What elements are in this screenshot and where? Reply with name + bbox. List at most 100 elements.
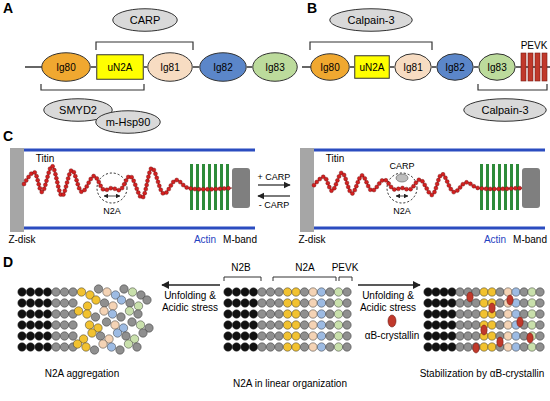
domain-bead: [111, 321, 119, 329]
domain-bead: [292, 299, 300, 307]
domain-bead: [464, 332, 472, 340]
domain-bead: [309, 321, 317, 329]
titin-bead: [461, 182, 465, 186]
node-text: Ig83: [487, 62, 506, 73]
titin-bead: [152, 168, 156, 172]
domain-bead: [440, 299, 448, 307]
titin-bead: [332, 186, 336, 190]
domain-bead: [18, 343, 26, 351]
titin-bead: [380, 178, 384, 182]
domain-bead: [424, 310, 432, 318]
domain-bead: [43, 299, 51, 307]
domain-bead: [100, 299, 108, 307]
titin-bead: [441, 172, 445, 176]
domain-bead: [77, 288, 85, 296]
domain-bead: [292, 332, 300, 340]
titin-bead: [83, 188, 87, 192]
titin-bead: [181, 183, 185, 187]
region-bracket: [273, 277, 336, 281]
titin-bead: [518, 186, 522, 190]
domain-bead: [134, 310, 142, 318]
domain-bead: [292, 343, 300, 351]
domain-bead: [326, 332, 334, 340]
domain-bead: [326, 299, 334, 307]
shape-fill: [311, 54, 350, 81]
domain-bead: [283, 343, 291, 351]
titin-bead: [55, 180, 59, 184]
condition-label: - CARP: [254, 199, 294, 211]
titin-bead: [214, 187, 218, 191]
titin-chain: [24, 166, 232, 198]
carp-protein: [396, 174, 408, 182]
domain-bead: [258, 310, 266, 318]
titin-bead: [420, 179, 424, 183]
titin-bead: [505, 187, 509, 191]
domain-bead: [82, 343, 90, 351]
titin-bead: [434, 186, 438, 190]
domain-bead: [456, 310, 464, 318]
domain-bead: [512, 310, 520, 318]
domain-bead: [224, 299, 232, 307]
titin-bead: [87, 181, 91, 185]
node-text: CARP: [130, 14, 161, 26]
titin-bead: [66, 176, 70, 180]
shape-fill: [253, 53, 298, 82]
domain-bead: [60, 310, 68, 318]
titin-bead: [472, 184, 476, 188]
domain-bead: [432, 343, 440, 351]
region-label: PEVK: [517, 40, 550, 52]
chaperone-icon: [481, 325, 487, 335]
titin-bead: [156, 180, 160, 184]
domain-bead: [26, 310, 34, 318]
node-text: Ig83: [265, 62, 284, 73]
domain-bead: [440, 321, 448, 329]
titin-bead: [95, 176, 99, 180]
domain-bead: [275, 321, 283, 329]
domain-bead: [69, 299, 77, 307]
domain-bead: [472, 299, 480, 307]
domain-bead: [440, 288, 448, 296]
node-text: m-Hsp90: [106, 116, 151, 128]
domain-bead: [90, 346, 98, 354]
domain-bead: [275, 288, 283, 296]
domain-bead: [456, 343, 464, 351]
titin-bead: [45, 179, 49, 183]
domain-bead: [117, 313, 125, 321]
titin-bead: [38, 186, 42, 190]
binding-bracket: [478, 84, 547, 90]
titin-bead: [189, 187, 193, 191]
titin-bead: [141, 195, 145, 199]
titin-bead: [509, 187, 513, 191]
ig-domain: Ig82: [436, 53, 474, 81]
domain-bead: [26, 332, 34, 340]
titin-bead: [497, 187, 501, 191]
titin-bead: [133, 183, 137, 187]
titin-bead: [75, 178, 79, 182]
domain-bead: [18, 321, 26, 329]
domain-bead: [440, 332, 448, 340]
unique-sequence: uN2A: [354, 55, 390, 79]
titin-bead: [145, 183, 149, 187]
domain-bead: [512, 332, 520, 340]
titin-bead: [350, 192, 354, 196]
domain-bead: [134, 302, 142, 310]
domain-linker: [432, 66, 436, 68]
domain-bead: [536, 310, 544, 318]
pevk-segment: [542, 53, 547, 81]
domain-bead: [283, 332, 291, 340]
node-text: uN2A: [359, 62, 384, 73]
domain-bead: [275, 299, 283, 307]
z-disk: [10, 148, 24, 232]
shape-fill: [96, 111, 161, 134]
titin-bead: [356, 180, 360, 184]
filament-bar: [510, 164, 513, 210]
titin-bead: [375, 185, 379, 189]
domain-bead: [60, 332, 68, 340]
shape-fill: [464, 99, 547, 122]
domain-bead: [92, 296, 100, 304]
domain-bead: [480, 299, 488, 307]
titin-bead: [326, 181, 330, 185]
domain-bead: [528, 343, 536, 351]
domain-bead: [122, 332, 130, 340]
